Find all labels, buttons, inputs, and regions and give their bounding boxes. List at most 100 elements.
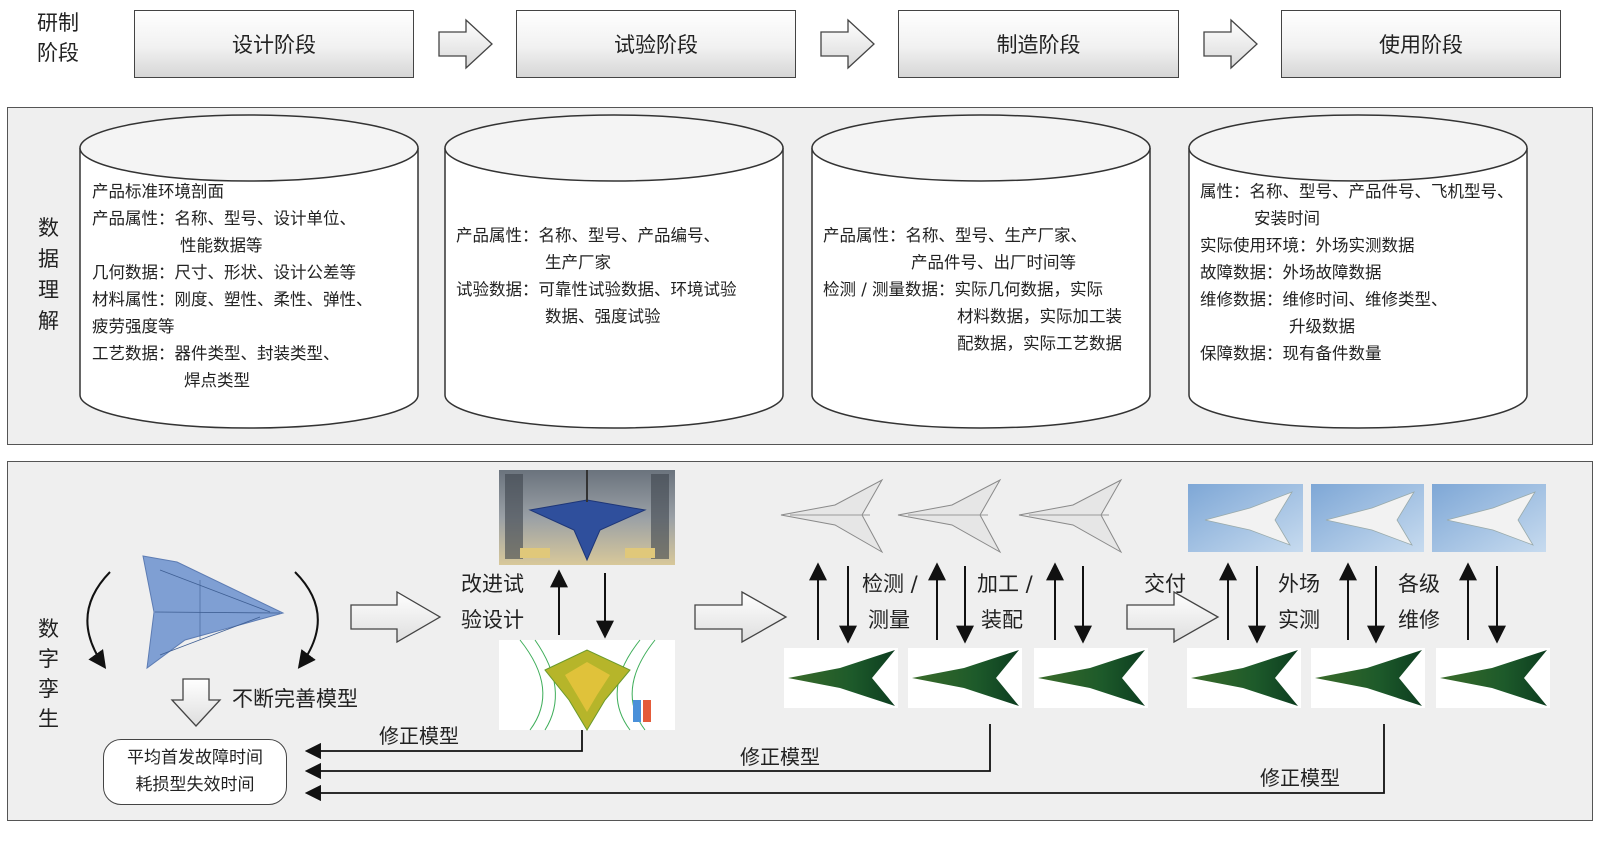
- maintenance-line: 各级: [1398, 572, 1440, 596]
- stage-test-label: 试验阶段: [614, 33, 698, 57]
- manufactured-aircraft-2: [897, 478, 1002, 554]
- cylinder-design: [79, 114, 419, 429]
- mttf-label: 平均首发故障时间: [127, 748, 263, 768]
- usage-data-line: 实际使用环境：外场实测数据: [1200, 236, 1415, 255]
- design-data-line: 性能数据等: [180, 236, 263, 255]
- data-row-label-char: 解: [38, 309, 59, 333]
- twin-model-usage-1: [1187, 648, 1301, 708]
- test-data-line: 试验数据：可靠性试验数据、环境试验: [456, 280, 737, 299]
- assemble-line: 装配: [981, 608, 1023, 632]
- manufacture-data-line: 配数据，实际工艺数据: [957, 334, 1122, 353]
- manufactured-aircraft-3: [1018, 478, 1123, 554]
- deliver-label: 交付: [1144, 572, 1186, 596]
- assemble-line: 加工 /: [977, 572, 1033, 596]
- cylinder-test: [444, 114, 784, 429]
- flow-arrow-2: [694, 590, 788, 644]
- field-test-line: 实测: [1278, 608, 1320, 632]
- twin-row-label-char: 孪: [38, 677, 59, 701]
- field-test-line: 外场: [1278, 572, 1320, 596]
- stage-arrow-2: [820, 18, 875, 70]
- inspect-line: 测量: [868, 608, 910, 632]
- usage-data-line: 升级数据: [1289, 317, 1355, 336]
- manufactured-aircraft-1: [780, 478, 884, 554]
- cylinder-manufacture: [811, 114, 1151, 429]
- field-test-label: 外场 实测: [1278, 566, 1320, 638]
- inspect-label: 检测 / 测量: [862, 566, 918, 638]
- manufacture-data-line: 材料数据，实际加工装: [957, 307, 1122, 326]
- fix-model-label-manufacture: 修正模型: [740, 745, 820, 769]
- twin-model-manufacture-3: [1034, 648, 1148, 708]
- design-data-line: 产品属性：名称、型号、设计单位、: [92, 209, 356, 228]
- manufacture-data-line: 检测 / 测量数据：实际几何数据，实际: [823, 280, 1104, 299]
- flow-arrow-3: [1126, 590, 1220, 644]
- service-aircraft-photo-3: [1432, 484, 1546, 552]
- stage-manufacture-label: 制造阶段: [996, 33, 1081, 57]
- usage-data-line: 属性：名称、型号、产品件号、飞机型号、: [1200, 182, 1514, 201]
- test-data-line: 生产厂家: [545, 253, 611, 272]
- fix-model-label-test: 修正模型: [379, 724, 459, 748]
- usage-data-line: 维修数据：维修时间、维修类型、: [1200, 290, 1448, 309]
- improve-down-arrow: [170, 678, 222, 727]
- iterate-arrow-right: [294, 571, 319, 669]
- data-row-label-char: 数: [38, 216, 59, 240]
- maintenance-line: 维修: [1398, 608, 1440, 632]
- stage-usage: 使用阶段: [1281, 10, 1561, 78]
- cfd-simulation-image: [499, 639, 675, 731]
- feedback-line-test: [304, 730, 583, 760]
- stage-manufacture: 制造阶段: [898, 10, 1179, 78]
- test-data-text: 产品属性：名称、型号、产品编号、 生产厂家 试验数据：可靠性试验数据、环境试验 …: [456, 222, 737, 330]
- design-data-line: 疲劳强度等: [92, 317, 175, 336]
- service-aircraft-photo-1: [1188, 484, 1303, 552]
- usage-data-line: 安装时间: [1254, 209, 1320, 228]
- test-data-line: 数据、强度试验: [545, 307, 661, 326]
- design-data-line: 工艺数据：器件类型、封装类型、: [92, 344, 340, 363]
- database-cylinders: [79, 114, 1528, 429]
- manufacture-data-text: 产品属性：名称、型号、生产厂家、 产品件号、出厂时间等 检测 / 测量数据：实际…: [823, 222, 1122, 357]
- fix-model-label-usage: 修正模型: [1260, 766, 1340, 790]
- stage-design: 设计阶段: [134, 10, 414, 78]
- manufacture-data-line: 产品属性：名称、型号、生产厂家、: [823, 226, 1087, 245]
- data-row-label: 数 据 理 解: [38, 213, 59, 337]
- stage-usage-label: 使用阶段: [1379, 33, 1463, 57]
- usage-data-line: 保障数据：现有备件数量: [1200, 344, 1382, 363]
- feedback-line-manufacture: [304, 724, 991, 780]
- test-data-line: 产品属性：名称、型号、产品编号、: [456, 226, 720, 245]
- twin-model-manufacture-1: [784, 648, 898, 708]
- manufacture-data-line: 产品件号、出厂时间等: [911, 253, 1076, 272]
- twin-row-label-char: 生: [38, 707, 59, 731]
- improve-test-label: 改进试 验设计: [461, 566, 524, 638]
- stage-row-label-line2: 阶段: [37, 41, 79, 65]
- improve-model-label: 不断完善模型: [232, 687, 358, 711]
- twin-row-label-char: 数: [38, 617, 59, 641]
- improve-test-line: 验设计: [461, 608, 524, 632]
- design-data-line: 材料属性：刚度、塑性、柔性、弹性、: [92, 290, 373, 309]
- stage-row-label: 研制 阶段: [37, 8, 79, 68]
- twin-model-manufacture-2: [908, 648, 1022, 708]
- reliability-metrics-box: 平均首发故障时间 耗损型失效时间: [103, 739, 287, 805]
- usage-data-text: 属性：名称、型号、产品件号、飞机型号、 安装时间 实际使用环境：外场实测数据 故…: [1200, 178, 1514, 367]
- wearout-label: 耗损型失效时间: [135, 775, 255, 795]
- service-aircraft-photo-2: [1311, 484, 1424, 552]
- design-aircraft-model: [142, 555, 285, 670]
- twin-row-label: 数 字 孪 生: [38, 614, 59, 734]
- flow-arrow-1: [350, 590, 442, 644]
- improve-test-line: 改进试: [461, 572, 524, 596]
- stage-row-label-line1: 研制: [37, 11, 79, 35]
- inspect-line: 检测 /: [862, 572, 918, 596]
- cylinder-usage: [1188, 114, 1528, 429]
- stage-arrow-1: [438, 18, 493, 70]
- twin-row-label-char: 字: [38, 647, 59, 671]
- design-data-line: 焊点类型: [184, 371, 250, 390]
- data-row-label-char: 据: [38, 247, 59, 271]
- stage-arrows: [438, 18, 1258, 70]
- data-row-label-char: 理: [38, 278, 59, 302]
- stage-design-label: 设计阶段: [232, 33, 316, 57]
- maintenance-label: 各级 维修: [1398, 566, 1440, 638]
- assemble-label: 加工 / 装配: [977, 566, 1033, 638]
- design-data-line: 产品标准环境剖面: [92, 182, 224, 201]
- design-data-line: 几何数据：尺寸、形状、设计公差等: [92, 263, 356, 282]
- design-data-text: 产品标准环境剖面 产品属性：名称、型号、设计单位、 性能数据等 几何数据：尺寸、…: [92, 178, 373, 394]
- iterate-arrow-left: [86, 571, 111, 669]
- wind-tunnel-photo: [499, 470, 675, 565]
